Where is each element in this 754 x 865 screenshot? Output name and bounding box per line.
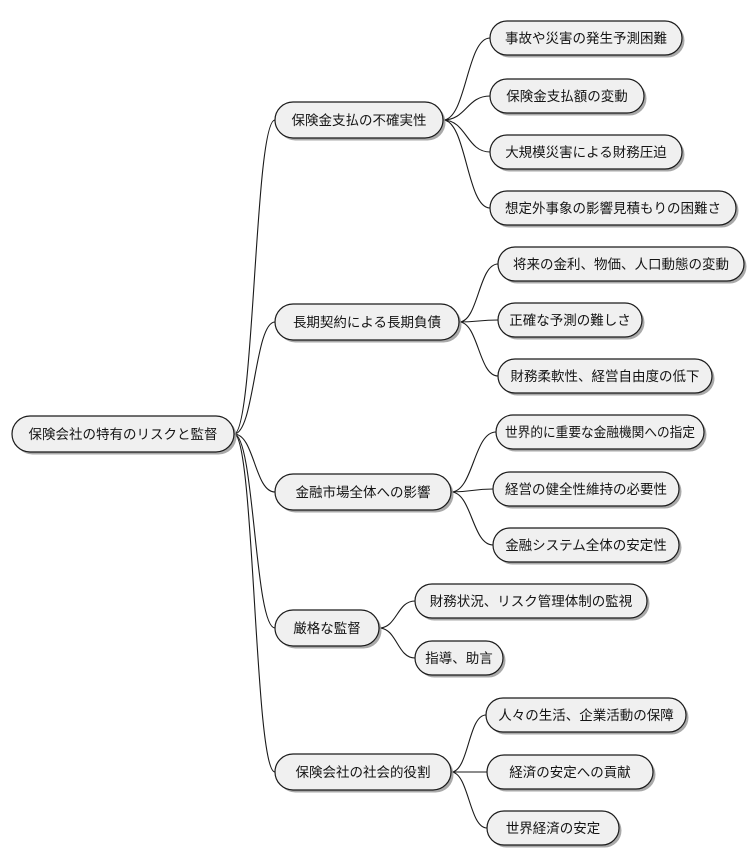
- node-box: [492, 471, 680, 507]
- node-box: [414, 640, 504, 676]
- edge-branch-5-to-leaf-5-1: [450, 714, 487, 773]
- node-label: 指導、助言: [425, 651, 493, 667]
- edge-root-to-branch-4: [233, 433, 276, 629]
- leaf-node-1-3[interactable]: 大規模災害による財務圧迫: [489, 134, 685, 172]
- node-box: [489, 20, 683, 56]
- branch-node-3[interactable]: 金融市場全体への影響: [274, 473, 454, 513]
- branch-node-4[interactable]: 厳格な監督: [274, 609, 382, 649]
- node-label: 経済の安定への貢献: [509, 765, 631, 781]
- node-box: [489, 190, 737, 226]
- node-box: [11, 415, 235, 453]
- edge-branch-2-to-leaf-2-3: [458, 321, 499, 377]
- node-label: 将来の金利、物価、人口動態の変動: [513, 256, 729, 273]
- node-label: 保険金支払額の変動: [506, 88, 628, 105]
- node-box: [486, 754, 654, 790]
- node-label: 財務状況、リスク管理体制の監視: [430, 593, 633, 610]
- edge-branch-2-to-leaf-2-2: [458, 319, 499, 323]
- node-label: 大規模災害による財務圧迫: [505, 145, 667, 161]
- leaf-node-2-1[interactable]: 将来の金利、物価、人口動態の変動: [497, 246, 747, 284]
- leaf-node-3-3[interactable]: 金融システム全体の安定性: [492, 527, 682, 565]
- node-label: 保険金支払の不確実性: [292, 113, 427, 129]
- node-label: 世界的に重要な金融機関への指定: [505, 425, 695, 441]
- edge-branch-1-to-leaf-1-2: [442, 95, 491, 121]
- node-box: [274, 753, 452, 791]
- branch-node-2[interactable]: 長期契約による長期負債: [274, 303, 462, 343]
- edge-branch-3-to-leaf-3-2: [450, 488, 494, 493]
- node-label: 金融システム全体の安定性: [505, 537, 667, 554]
- edge-branch-1-to-leaf-1-3: [442, 119, 491, 153]
- leaf-node-4-2[interactable]: 指導、助言: [414, 640, 506, 678]
- edge-branch-2-to-leaf-2-1: [458, 263, 499, 323]
- leaf-node-1-2[interactable]: 保険金支払額の変動: [489, 78, 647, 116]
- leaf-node-4-1[interactable]: 財務状況、リスク管理体制の監視: [414, 583, 650, 621]
- node-box: [495, 414, 705, 450]
- edge-branch-1-to-leaf-1-1: [442, 37, 491, 121]
- node-label: 想定外事象の影響見積もりの困難さ: [505, 200, 721, 217]
- root-node[interactable]: 保険会社の特有のリスクと監督: [11, 415, 237, 455]
- edge-root-to-branch-2: [233, 321, 276, 435]
- node-label: 人々の生活、企業活動の保障: [498, 707, 674, 724]
- edge-root-to-branch-3: [233, 433, 276, 493]
- branch-node-5[interactable]: 保険会社の社会的役割: [274, 753, 454, 793]
- leaf-node-3-2[interactable]: 経営の健全性維持の必要性: [492, 471, 682, 509]
- leaf-node-3-1[interactable]: 世界的に重要な金融機関への指定: [495, 414, 707, 452]
- node-box: [274, 473, 452, 511]
- edge-branch-1-to-leaf-1-4: [442, 119, 491, 209]
- node-box: [274, 609, 380, 647]
- node-label: 保険会社の特有のリスクと監督: [29, 426, 218, 443]
- edge-root-to-branch-5: [233, 433, 276, 773]
- node-box: [489, 134, 683, 170]
- node-box: [414, 583, 648, 619]
- node-box: [485, 697, 687, 733]
- leaf-node-5-1[interactable]: 人々の生活、企業活動の保障: [485, 697, 689, 735]
- node-label: 保険会社の社会的役割: [296, 764, 431, 781]
- leaf-node-1-4[interactable]: 想定外事象の影響見積もりの困難さ: [489, 190, 739, 228]
- node-box: [274, 101, 444, 139]
- node-label: 長期契約による長期負債: [293, 315, 441, 331]
- leaf-node-2-2[interactable]: 正確な予測の難しさ: [497, 302, 645, 340]
- node-label: 厳格な監督: [293, 620, 361, 637]
- node-label: 正確な予測の難しさ: [509, 313, 631, 329]
- edge-layer: [233, 37, 499, 829]
- leaf-node-1-1[interactable]: 事故や災害の発生予測困難: [489, 20, 685, 58]
- edge-branch-4-to-leaf-4-1: [378, 600, 416, 629]
- leaf-node-5-3[interactable]: 世界経済の安定: [486, 810, 622, 848]
- branch-node-1[interactable]: 保険金支払の不確実性: [274, 101, 446, 141]
- node-layer: 保険会社の特有のリスクと監督 保険金支払の不確実性長期契約による長期負債金融市場全…: [11, 20, 747, 848]
- node-box: [497, 302, 643, 338]
- edge-branch-3-to-leaf-3-3: [450, 491, 494, 546]
- edge-branch-5-to-leaf-5-3: [450, 771, 488, 829]
- node-label: 金融市場全体への影響: [296, 484, 431, 501]
- edge-branch-4-to-leaf-4-2: [378, 627, 416, 659]
- node-box: [497, 246, 745, 282]
- edge-root-to-branch-1: [233, 119, 276, 435]
- node-box: [489, 78, 645, 114]
- node-label: 財務柔軟性、経営自由度の低下: [511, 369, 700, 385]
- node-label: 事故や災害の発生予測困難: [505, 31, 667, 47]
- node-box: [492, 527, 680, 563]
- edge-branch-3-to-leaf-3-1: [450, 431, 497, 493]
- node-box: [274, 303, 460, 341]
- leaf-node-2-3[interactable]: 財務柔軟性、経営自由度の低下: [497, 358, 715, 396]
- node-box: [486, 810, 620, 846]
- node-label: 世界経済の安定: [506, 821, 601, 837]
- leaf-node-5-2[interactable]: 経済の安定への貢献: [486, 754, 656, 792]
- node-box: [497, 358, 713, 394]
- node-label: 経営の健全性維持の必要性: [505, 481, 667, 498]
